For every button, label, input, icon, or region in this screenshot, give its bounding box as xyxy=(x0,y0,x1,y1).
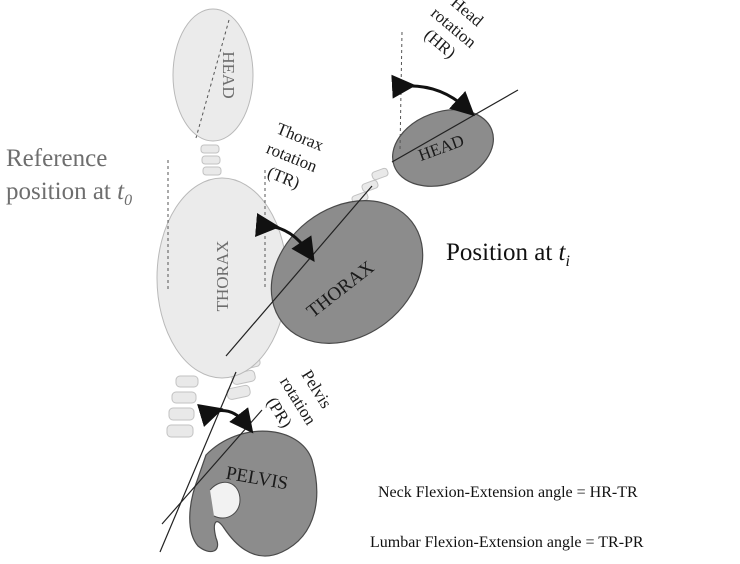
neck-angle-formula: Neck Flexion-Extension angle = HR-TR xyxy=(378,484,638,501)
head-reference-line xyxy=(399,31,403,151)
reference-head-segment xyxy=(172,8,254,142)
reference-caption-prefix: position at xyxy=(6,178,117,205)
current-position-caption: Position at ti xyxy=(446,239,570,270)
pelvis-rotation-arrow xyxy=(197,403,254,434)
reference-head-axis xyxy=(195,19,230,139)
reference-position-caption: Reference position at t0 xyxy=(6,145,132,209)
reference-caption-line-1: Reference xyxy=(6,145,107,172)
lumbar-angle-formula: Lumbar Flexion-Extension angle = TR-PR xyxy=(370,534,644,551)
head-rotation-text: Head rotation (HR) xyxy=(421,0,488,62)
reference-thorax-label: THORAX xyxy=(213,241,232,312)
current-caption-sub: i xyxy=(565,253,569,270)
reference-head-label: HEAD xyxy=(219,51,238,98)
pelvis-sacrum-detail xyxy=(209,481,241,519)
thorax-rotation-text: Thorax rotation (TR) xyxy=(264,119,327,193)
reference-caption-sub: 0 xyxy=(124,192,132,209)
reference-caption-line-2: position at t0 xyxy=(6,178,132,209)
lumbar-reference-line xyxy=(159,371,237,553)
thorax-axis-line xyxy=(225,185,373,357)
head-axis-line xyxy=(391,89,519,163)
thorax-rotation-arrow xyxy=(255,213,315,262)
pelvis-rotation-text: Pelvis rotation (PR) xyxy=(263,366,336,431)
current-caption-prefix: Position at xyxy=(446,239,559,266)
head-rotation-arrow xyxy=(391,74,475,117)
current-pelvis-segment xyxy=(189,430,318,557)
current-caption-t: t xyxy=(559,239,567,266)
reference-caption-t: t xyxy=(117,178,125,205)
